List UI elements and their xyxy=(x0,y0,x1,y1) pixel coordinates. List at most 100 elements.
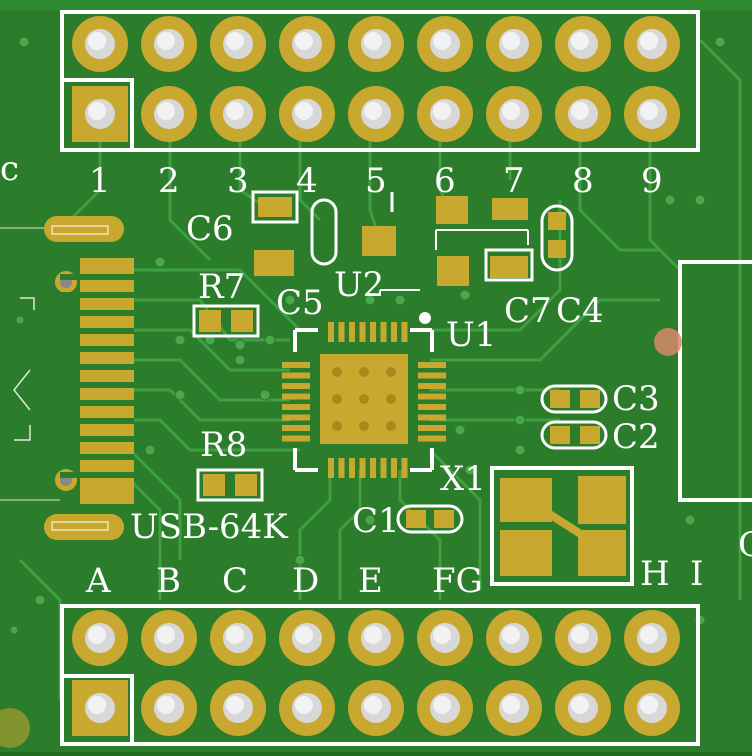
label-left-edge: c xyxy=(0,149,19,189)
pinA-marker xyxy=(62,674,134,744)
vias xyxy=(9,36,726,635)
c3-c2-components xyxy=(540,384,608,450)
label-u1: U1 xyxy=(446,315,496,355)
top-header-pin-r2-c8 xyxy=(555,86,611,142)
bottom-header-pin-r2-c3 xyxy=(210,680,266,736)
u1-pad-left-2 xyxy=(282,372,310,379)
top-header-pin-r2-c1 xyxy=(72,86,128,142)
bottom-header-pin-r1-c9 xyxy=(624,610,680,666)
top-header-pin-r1-c7 xyxy=(486,16,542,72)
cap-oval-2 xyxy=(540,204,574,272)
top-header-pin-r1-c8 xyxy=(555,16,611,72)
top-header-pin-r2-c5 xyxy=(348,86,404,142)
top-header-pin-r2-c7 xyxy=(486,86,542,142)
u1-pad-bottom-5 xyxy=(370,458,376,478)
usb-pad-gap-5 xyxy=(60,346,134,352)
usb-pad-gap-8 xyxy=(60,400,134,406)
usb-pad-gap-2 xyxy=(60,292,134,298)
label-A: A xyxy=(85,561,111,601)
top-header-pin-r2-c6 xyxy=(417,86,473,142)
x1-crystal xyxy=(490,466,634,586)
bottom-header-pin-r1-c5 xyxy=(348,610,404,666)
bottom-letter-labels: A B C D E FG H I xyxy=(85,554,703,601)
label-FG: FG xyxy=(432,561,483,601)
c7-c4-components xyxy=(435,196,574,286)
usb-pad-gap-12 xyxy=(60,472,134,478)
u1-pad-left-3 xyxy=(282,383,310,389)
bottom-header-pin-r1-c4 xyxy=(279,610,335,666)
top-header-pin-r1-c4 xyxy=(279,16,335,72)
u1-pad-left-5 xyxy=(282,404,310,410)
board-edge-band xyxy=(0,0,752,10)
usb-shield-top xyxy=(44,216,124,242)
top-header-pin-r1-c5 xyxy=(348,16,404,72)
designator-labels: C6 R7 C5 U2 U1 C7 C4 C3 C2 R8 X1 C1 USB-… xyxy=(0,149,752,565)
bottom-header-pin-r2-c7 xyxy=(486,680,542,736)
u1-pad-bottom-2 xyxy=(338,458,345,478)
bottom-header-pin-r2-c2 xyxy=(141,680,197,736)
u1-pad-bottom-6 xyxy=(380,458,387,478)
u1-pad-top-8 xyxy=(401,322,408,342)
label-E: E xyxy=(358,561,383,601)
u1-pad-right-1 xyxy=(418,362,446,368)
c6-component xyxy=(251,190,299,276)
top-header-pin-r1-c6 xyxy=(417,16,473,72)
label-c7: C7 xyxy=(504,291,552,331)
u1-qfn xyxy=(282,312,446,478)
usb-pad-gap-1 xyxy=(60,274,134,280)
top-header-pin-r2-c9 xyxy=(624,86,680,142)
u1-pad-top-1 xyxy=(328,322,334,342)
usb-pad-gap-6 xyxy=(60,364,134,370)
bottom-header-pin-r2-c6 xyxy=(417,680,473,736)
u1-pad-top-5 xyxy=(370,322,376,342)
u1-pad-top-2 xyxy=(338,322,345,342)
u1-pad-left-1 xyxy=(282,362,310,368)
u1-pad-top-4 xyxy=(359,322,366,342)
top-pin-number-9: 9 xyxy=(641,161,663,201)
label-c6: C6 xyxy=(186,209,234,249)
bottom-header-pin-r2-c4 xyxy=(279,680,335,736)
usb-pad-gap-9 xyxy=(60,418,134,424)
r8-component xyxy=(196,468,264,502)
label-part-name: USB-64K xyxy=(130,507,288,547)
u1-pad-right-5 xyxy=(418,404,446,410)
top-header-pin-r1-c9 xyxy=(624,16,680,72)
bottom-header-pin-r2-c5 xyxy=(348,680,404,736)
label-c2: C2 xyxy=(612,417,660,457)
label-u2: U2 xyxy=(334,265,384,305)
u1-pad-bottom-7 xyxy=(391,458,397,478)
bottom-header-pin-r2-c8 xyxy=(555,680,611,736)
label-r7: R7 xyxy=(198,267,245,307)
label-c4: C4 xyxy=(556,291,604,331)
r7-component xyxy=(192,304,260,338)
label-right-edge: C xyxy=(738,525,752,565)
label-D: D xyxy=(292,561,319,601)
top-pin-number-3: 3 xyxy=(227,161,249,201)
bottom-header-pin-r1-c3 xyxy=(210,610,266,666)
u1-pad-top-3 xyxy=(349,322,355,342)
label-x1: X1 xyxy=(440,459,486,499)
top-header-pin-r2-c2 xyxy=(141,86,197,142)
u1-pad-right-2 xyxy=(418,372,446,379)
usb-pad-gap-10 xyxy=(60,436,134,442)
u1-pad-top-6 xyxy=(380,322,387,342)
c1-component xyxy=(396,504,464,534)
usb-shield-bottom xyxy=(44,514,124,540)
usb-pad-gap-3 xyxy=(60,310,134,316)
u1-pad-left-6 xyxy=(282,414,310,421)
bottom-header-pin-r1-c7 xyxy=(486,610,542,666)
u1-pin1-dot xyxy=(419,312,431,324)
label-r8: R8 xyxy=(200,425,247,465)
usb-connector xyxy=(0,216,134,540)
bottom-header-pin-r1-c8 xyxy=(555,610,611,666)
u1-pad-right-4 xyxy=(418,393,446,400)
cap-oval-1 xyxy=(310,198,338,266)
u1-thermal-vias xyxy=(332,367,396,431)
right-edge-outline xyxy=(678,260,752,502)
top-header-pin-r1-c1 xyxy=(72,16,128,72)
u2-component xyxy=(362,192,420,291)
u1-pad-right-3 xyxy=(418,383,446,389)
